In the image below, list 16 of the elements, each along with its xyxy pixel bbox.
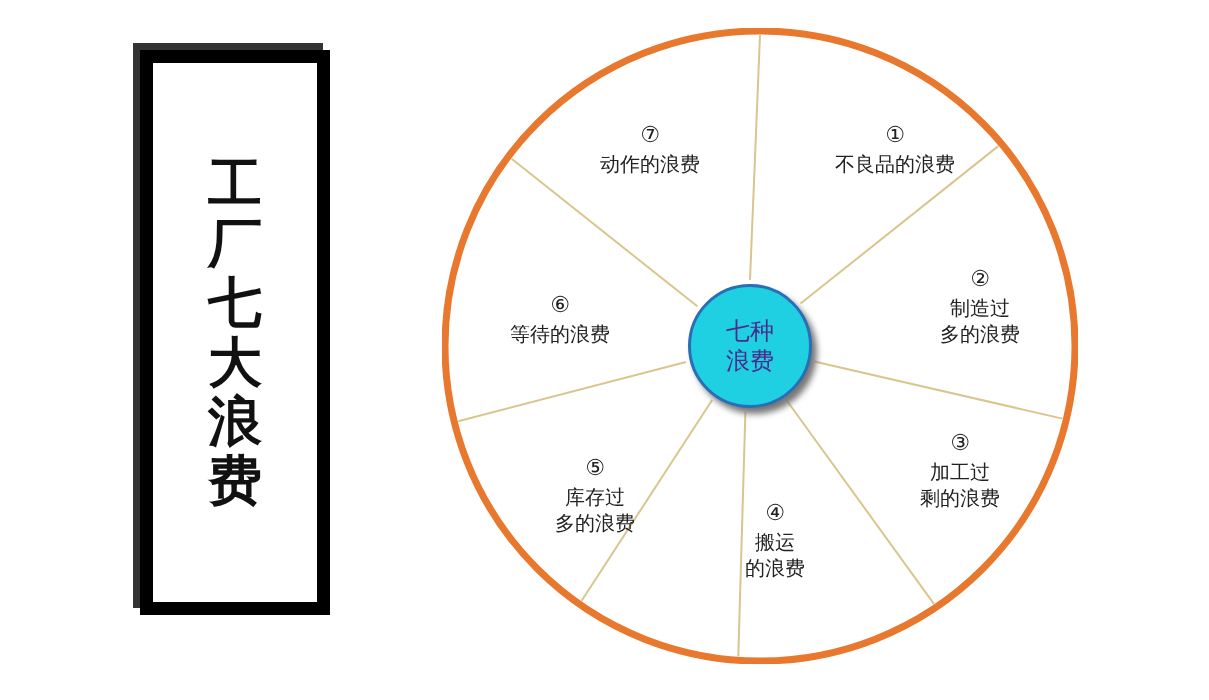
sector-label: 库存过多的浪费 [555,483,635,536]
sector-label: 动作的浪费 [599,150,701,177]
center-text: 七种浪费 [726,316,774,376]
circled-number: ④ [764,499,786,527]
sector-label: 制造过多的浪费 [940,294,1020,347]
sector-label: 不良品的浪费 [834,150,956,177]
circled-number: ① [884,121,906,149]
sector-label: 等待的浪费 [509,320,611,347]
circled-number: ⑥ [549,291,571,319]
sector-label: 加工过剩的浪费 [920,458,1000,511]
circled-number: ⑦ [639,121,661,149]
title-text: 工厂七大浪费 [208,154,262,511]
sector-label: 搬运的浪费 [745,528,805,581]
circled-number: ③ [949,429,971,457]
circled-number: ⑤ [584,454,606,482]
circled-number: ② [969,265,991,293]
